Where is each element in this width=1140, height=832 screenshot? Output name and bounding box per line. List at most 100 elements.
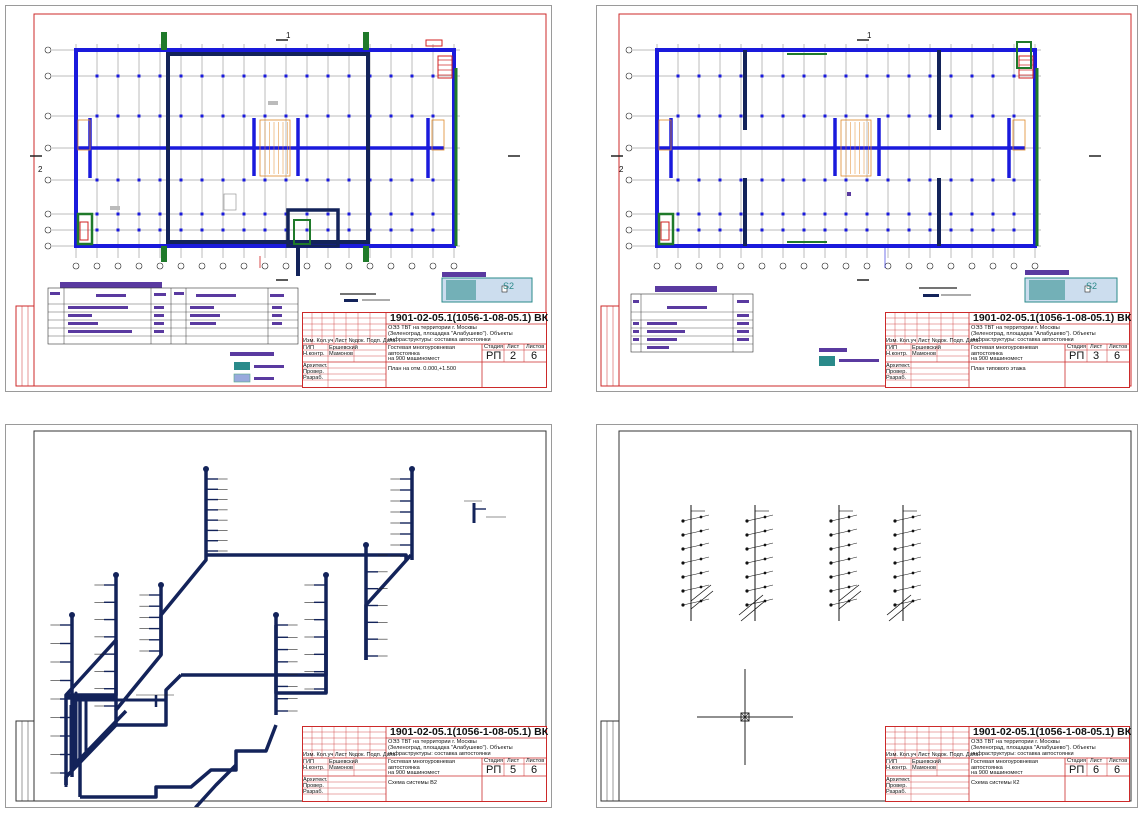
riser-cap: [273, 612, 279, 618]
fitting: [745, 603, 749, 607]
diagonal-pipe: [690, 590, 714, 610]
column-mark: [949, 228, 953, 232]
column-mark: [326, 74, 330, 78]
column-mark: [739, 178, 743, 182]
axis-bubble: [674, 262, 682, 270]
branch: [894, 600, 914, 606]
equipment: [268, 101, 278, 105]
axis-bubble: [44, 210, 52, 218]
label-leader: [912, 514, 922, 518]
label-leader: [912, 584, 922, 588]
desc1: ОЭЗ ТВТ на территории г. Москвы: [388, 325, 477, 331]
column-mark: [1012, 212, 1016, 216]
label-leader: [848, 514, 858, 518]
inner-wall: [166, 52, 370, 244]
axis-bubble: [303, 262, 311, 270]
column-mark: [802, 178, 806, 182]
table-cell: [190, 322, 216, 325]
key-plan-hatch: [446, 280, 476, 300]
column-mark: [739, 74, 743, 78]
name3: на 900 машиномест: [388, 770, 440, 776]
axis-bubble: [345, 262, 353, 270]
stage-hdr: Стадия: [484, 758, 504, 764]
name1: Гостевая многоуровневая: [971, 759, 1038, 765]
fitting: [893, 603, 897, 607]
name2: автостоянка: [971, 765, 1003, 771]
desc2: (Зеленоград, площадка "Алабушево"). Объе…: [388, 745, 513, 751]
column-mark: [1012, 178, 1016, 182]
axis-bubble: [44, 226, 52, 234]
stair: [431, 119, 445, 151]
norm: Н.контр.: [303, 765, 325, 771]
inner-frame: [33, 13, 547, 387]
column-mark: [739, 114, 743, 118]
riser-cap: [69, 612, 75, 618]
equipment: [110, 206, 120, 210]
table-cell: [272, 314, 282, 317]
branch: [682, 586, 702, 592]
fitting: [893, 575, 897, 579]
column-mark: [389, 212, 393, 216]
column-mark: [802, 228, 806, 232]
dev: Разраб.: [303, 375, 324, 381]
label-leader: [764, 556, 774, 560]
column-mark: [739, 212, 743, 216]
axis-bubble: [821, 262, 829, 270]
pipeline: [364, 553, 413, 660]
fitting: [745, 575, 749, 579]
column-mark: [221, 178, 225, 182]
axis-bubble: [72, 262, 80, 270]
fitting: [829, 533, 833, 537]
axis-label: 1: [867, 31, 872, 40]
column-mark: [410, 228, 414, 232]
column-mark: [949, 74, 953, 78]
diagonal-pipe: [888, 600, 914, 622]
sheets-total: 6: [531, 764, 538, 776]
pipeline: [80, 765, 238, 799]
pipeline: [206, 553, 408, 560]
branch: [682, 530, 702, 536]
column-mark: [242, 212, 246, 216]
green-room: [657, 212, 675, 246]
axis-bubble: [324, 262, 332, 270]
column-mark: [886, 212, 890, 216]
axis-bubble: [1010, 262, 1018, 270]
column-mark: [200, 228, 204, 232]
fitting: [829, 547, 833, 551]
code: 1901-02-05.1(1056-1-08-05.1) ВК: [390, 312, 549, 324]
column-mark: [326, 228, 330, 232]
column-mark: [676, 228, 680, 232]
column-mark: [221, 114, 225, 118]
desc2: (Зеленоград, площадка "Алабушево"). Объе…: [388, 331, 513, 337]
code: 1901-02-05.1(1056-1-08-05.1) ВК: [973, 312, 1132, 324]
column-mark: [305, 74, 309, 78]
pipeline: [274, 625, 328, 695]
axis-bubble: [44, 112, 52, 120]
table-header-cell: [737, 300, 749, 303]
axis-bubble: [716, 262, 724, 270]
norm-name: Мамонов: [329, 765, 353, 771]
pipeline: [64, 691, 116, 787]
name3: на 900 машиномест: [971, 770, 1023, 776]
axis-bubble: [429, 262, 437, 270]
green-riser-icon: [161, 32, 167, 50]
column-mark: [116, 212, 120, 216]
column-mark: [284, 178, 288, 182]
column-mark: [158, 178, 162, 182]
fitting: [745, 589, 749, 593]
fitting: [829, 589, 833, 593]
title: План на отм. 0.000,+1.500: [388, 366, 457, 372]
specification-table-1: S2: [47, 272, 533, 383]
table-cell: [737, 330, 749, 333]
legend-line: [344, 299, 358, 302]
branch: [746, 572, 766, 578]
table-cell: [190, 314, 220, 317]
sheet-no: 6: [1093, 764, 1100, 776]
column-mark: [158, 228, 162, 232]
riser-cap: [323, 572, 329, 578]
table-header-cell: [633, 300, 639, 303]
